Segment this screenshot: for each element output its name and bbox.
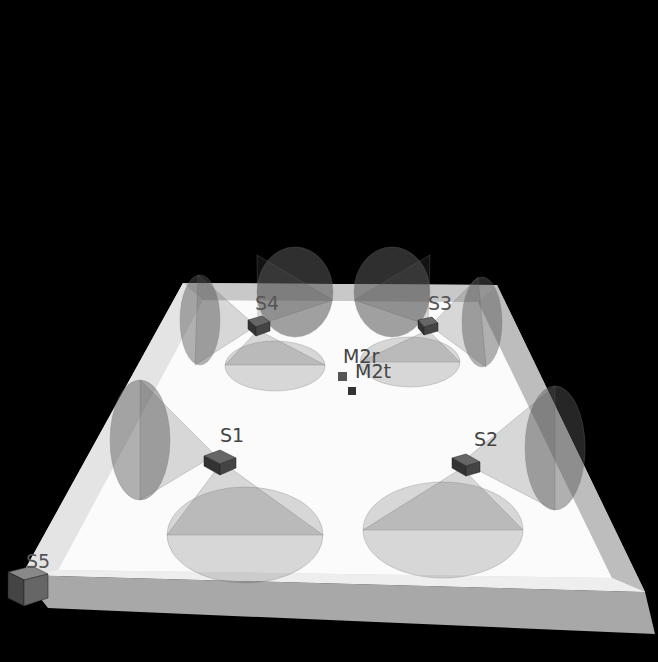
sensor-label: S1	[220, 426, 244, 445]
sensor-label: M2t	[355, 362, 391, 381]
sensor-label: S4	[255, 294, 279, 313]
sensor-label: S5	[26, 552, 50, 571]
sensor-label: S2	[474, 430, 498, 449]
sensor-label: S3	[428, 294, 452, 313]
